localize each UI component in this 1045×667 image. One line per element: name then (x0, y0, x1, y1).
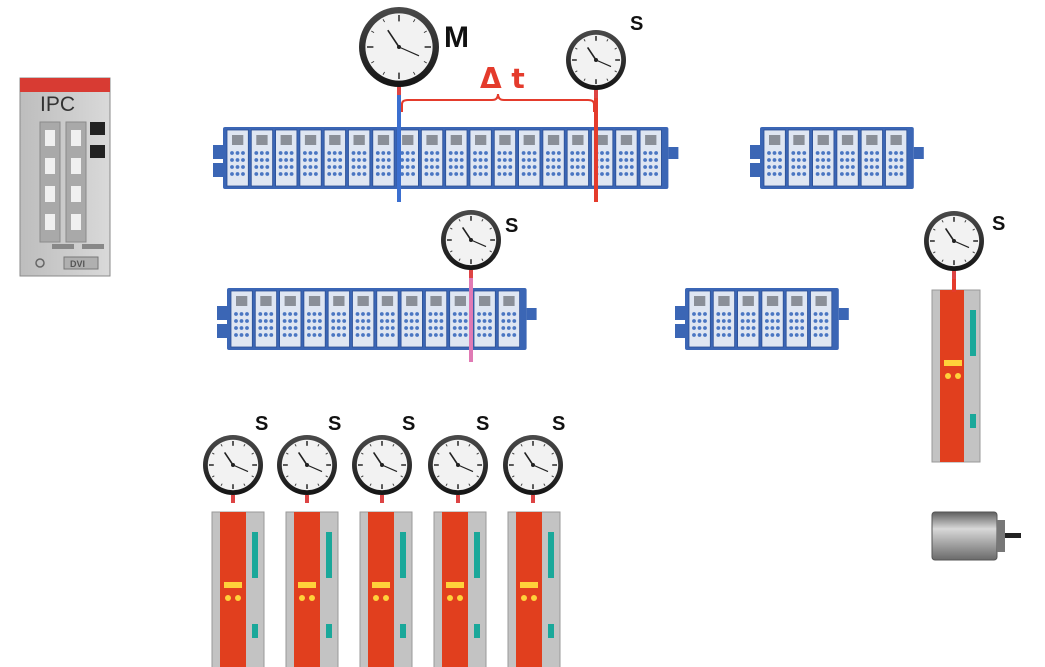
io-terminal-module (352, 290, 375, 348)
io-terminal-module (376, 290, 399, 348)
io-terminal-module (303, 290, 326, 348)
io-terminal-module (836, 129, 859, 187)
slave-label-bus2: S (505, 215, 518, 237)
cable-bus1-down-to-bus2 (160, 173, 218, 316)
io-terminal-module (542, 129, 565, 187)
io-terminal-module (860, 129, 883, 187)
io-terminal-module (299, 129, 322, 187)
io-terminal-module (497, 290, 520, 348)
io-terminal-module (250, 129, 274, 187)
slave-clock-drive-5 (503, 435, 563, 503)
io-terminal-module (226, 129, 249, 187)
io-terminal-module (469, 129, 492, 187)
master-label: M (444, 21, 469, 54)
ipc-device: IPC DVI (19, 77, 111, 277)
servo-drive-4 (433, 511, 487, 667)
slave-label-drive-2: S (328, 413, 341, 435)
delta-t-brace (401, 93, 595, 112)
io-terminal-module (761, 290, 784, 348)
io-terminal-module (615, 129, 638, 187)
servo-drive-5 (507, 511, 561, 667)
io-terminal-module (254, 290, 278, 348)
io-terminal-groups (213, 127, 924, 350)
slave-label-drive-right: S (992, 213, 1005, 235)
slave-clock-drive-1 (203, 435, 263, 503)
io-terminal-module (327, 290, 350, 348)
ipc-port-label: DVI (70, 259, 85, 269)
cable-bus2-down-to-drives (160, 333, 218, 534)
servo-drive-3 (359, 511, 413, 667)
io-terminal-module (688, 290, 711, 348)
io-terminal-module (787, 129, 810, 187)
servo-drive-2 (285, 511, 339, 667)
io-group-main-line (213, 127, 679, 189)
io-terminal-module (712, 290, 735, 348)
slave-label-drive-5: S (552, 413, 565, 435)
io-terminal-module (737, 290, 760, 348)
io-terminal-module (639, 129, 662, 187)
ipc-power-icon (35, 258, 45, 268)
io-terminal-module (566, 129, 589, 187)
io-terminal-module (323, 129, 346, 187)
clocks (203, 7, 984, 503)
slave-label-drive-3: S (402, 413, 415, 435)
master-clock (359, 7, 439, 95)
io-terminal-module (279, 290, 302, 348)
io-terminal-module (449, 290, 472, 348)
io-terminal-module (763, 129, 786, 187)
io-terminal-module (400, 290, 423, 348)
slave-label-drive-1: S (255, 413, 268, 435)
io-terminal-module (885, 129, 908, 187)
io-terminal-module (785, 290, 808, 348)
io-terminal-module (396, 129, 419, 187)
delta-t-label: Δ t (480, 62, 525, 95)
slave-clock-drive-4 (428, 435, 488, 503)
io-terminal-module (372, 129, 395, 187)
io-terminal-module (348, 129, 371, 187)
servo-motor (931, 511, 1021, 561)
slave-clock-top (566, 30, 626, 98)
io-group-second-line-end (675, 288, 849, 350)
io-terminal-module (473, 290, 496, 348)
ipc-label: IPC (40, 93, 75, 116)
io-group-second-line (217, 288, 537, 350)
ipc-ethernet-port-1 (90, 122, 105, 135)
servo-drives (211, 289, 981, 667)
motor-shaft (1005, 533, 1021, 538)
io-terminal-module (518, 129, 541, 187)
io-terminal-module (445, 129, 468, 187)
slave-clock-bus2 (441, 210, 501, 278)
slave-clock-drive-right (924, 211, 984, 279)
slave-label-drive-4: S (476, 413, 489, 435)
slave-clock-drive-3 (352, 435, 412, 503)
servo-drive-right (931, 289, 981, 463)
io-terminal-module (424, 290, 448, 348)
servo-drive-1 (211, 511, 265, 667)
io-terminal-module (812, 129, 835, 187)
io-terminal-module (810, 290, 833, 348)
io-terminal-module (275, 129, 298, 187)
io-terminal-module (230, 290, 253, 348)
io-group-main-line-end (750, 127, 924, 189)
slave-label-top: S (630, 13, 643, 35)
slave-clock-drive-2 (277, 435, 337, 503)
ipc-ethernet-port-2 (90, 145, 105, 158)
io-terminal-module (493, 129, 516, 187)
io-terminal-module (420, 129, 444, 187)
cable-drive-right-to-motor (880, 338, 932, 543)
